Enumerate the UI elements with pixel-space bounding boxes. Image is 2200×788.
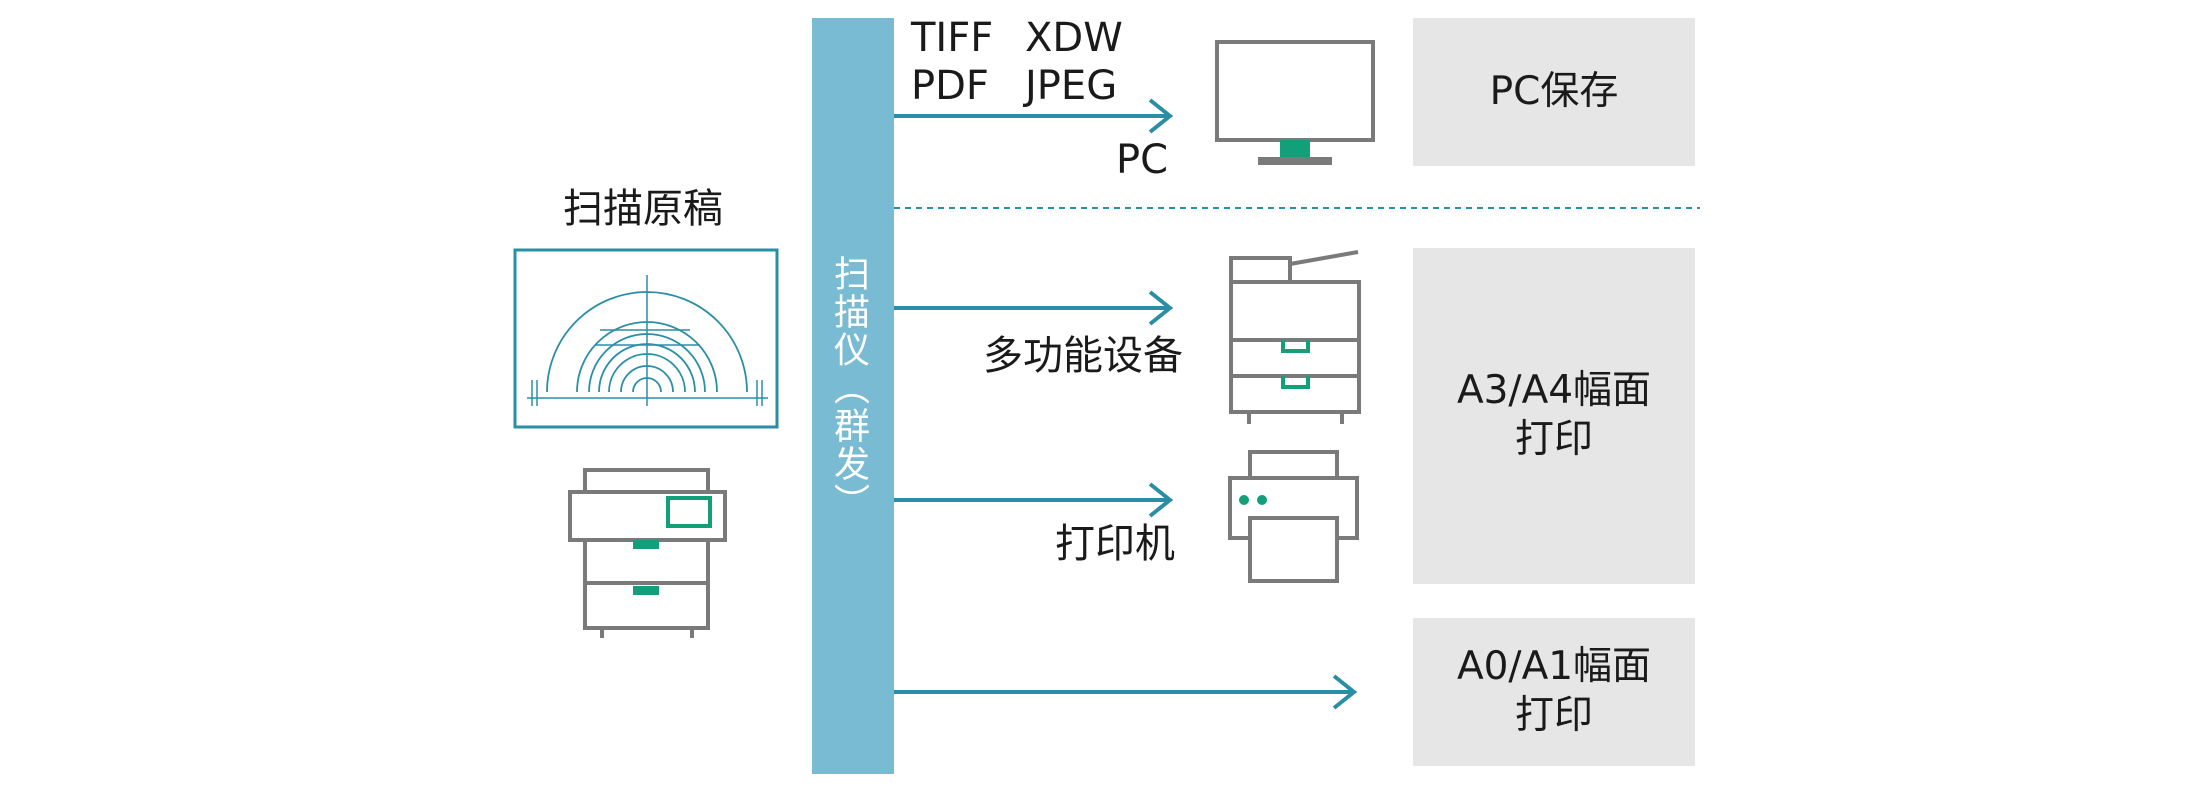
scan-original-title: 扫描原稿 [563, 186, 723, 232]
output-pc-save-label: PC保存 [1489, 68, 1619, 114]
scanner-label: 扫描仪（群发） [828, 255, 869, 521]
destination-pc-label: PC [1116, 137, 1169, 183]
destination-mfp-label: 多功能设备 [983, 333, 1183, 379]
large-format-scanner-icon [568, 468, 727, 638]
format-xdw: XDW [1025, 15, 1123, 61]
original-drawing [513, 248, 779, 429]
arrow-to-large-format [894, 674, 1358, 710]
arrow-to-pc [894, 98, 1174, 134]
destination-printer-label: 打印机 [1055, 521, 1175, 567]
format-jpeg: JPEG [1025, 63, 1118, 109]
arrow-to-printer [894, 482, 1174, 518]
format-pdf: PDF [911, 63, 989, 109]
arrow-to-mfp [894, 290, 1174, 326]
pc-monitor-icon [1215, 40, 1375, 165]
output-pc-save-box: PC保存 [1413, 18, 1695, 166]
format-tiff: TIFF [911, 15, 994, 61]
scanner-distribution-bar [812, 18, 894, 774]
multifunction-device-icon [1229, 250, 1361, 424]
output-a0a1-label: A0/A1幅面 打印 [1456, 644, 1652, 738]
printer-icon [1228, 450, 1359, 583]
output-a3a4-box: A3/A4幅面 打印 [1413, 248, 1695, 584]
output-a3a4-label: A3/A4幅面 打印 [1456, 368, 1652, 462]
output-a0a1-box: A0/A1幅面 打印 [1413, 618, 1695, 766]
